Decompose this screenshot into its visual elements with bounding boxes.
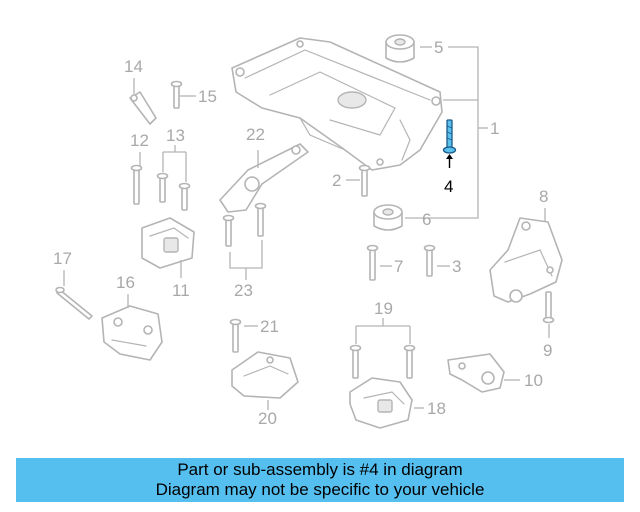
part-21-bolt[interactable] xyxy=(229,318,242,353)
banner-line-1: Part or sub-assembly is #4 in diagram xyxy=(177,460,463,479)
callout-15[interactable]: 15 xyxy=(198,87,217,106)
callout-8[interactable]: 8 xyxy=(539,187,548,206)
part-15-bolt[interactable] xyxy=(170,80,183,109)
callout-21[interactable]: 21 xyxy=(260,317,279,336)
callout-23[interactable]: 23 xyxy=(234,281,253,300)
callout-3[interactable]: 3 xyxy=(452,257,461,276)
part-19-bolt-b[interactable] xyxy=(403,344,416,379)
part-13-bolt-a[interactable] xyxy=(156,172,169,203)
part-12-bolt[interactable] xyxy=(130,164,143,205)
callout-19[interactable]: 19 xyxy=(374,299,393,318)
part-5-bushing[interactable] xyxy=(385,34,415,63)
callout-12[interactable]: 12 xyxy=(130,131,149,150)
part-9-bolt[interactable] xyxy=(542,291,555,324)
callout-labels: 1 2 3 4 5 6 7 8 9 10 11 12 13 14 15 16 1… xyxy=(53,38,552,428)
callout-11[interactable]: 11 xyxy=(172,281,190,300)
callout-7[interactable]: 7 xyxy=(394,257,403,276)
part-2-bolt[interactable] xyxy=(358,164,371,197)
callout-5[interactable]: 5 xyxy=(434,38,443,57)
callout-18[interactable]: 18 xyxy=(427,399,446,418)
leader-lines xyxy=(63,46,550,410)
part-16-mount[interactable] xyxy=(101,305,163,361)
part-18-mount[interactable] xyxy=(349,377,413,429)
part-7-bolt[interactable] xyxy=(366,244,379,281)
callout-22[interactable]: 22 xyxy=(246,125,265,144)
callout-2[interactable]: 2 xyxy=(332,171,341,190)
part-19-bolt-a[interactable] xyxy=(349,344,362,379)
callout-16[interactable]: 16 xyxy=(116,273,135,292)
callout-17[interactable]: 17 xyxy=(53,249,72,268)
part-14-bracket[interactable] xyxy=(129,91,157,125)
part-22-strut[interactable] xyxy=(219,143,309,213)
part-23-bolt-a[interactable] xyxy=(222,214,235,247)
part-17-bolt[interactable] xyxy=(55,286,93,320)
banner-line-2: Diagram may not be specific to your vehi… xyxy=(155,480,485,499)
callout-13[interactable]: 13 xyxy=(166,126,185,145)
parts-diagram: 1 2 3 4 5 6 7 8 9 10 11 12 13 14 15 16 1… xyxy=(53,34,563,429)
callout-10[interactable]: 10 xyxy=(524,371,543,390)
part-4-bolt-highlighted[interactable] xyxy=(442,119,457,154)
callout-20[interactable]: 20 xyxy=(258,409,277,428)
callout-4[interactable]: 4 xyxy=(444,177,453,196)
part-6-bushing[interactable] xyxy=(373,204,403,231)
callout-14[interactable]: 14 xyxy=(124,57,143,76)
part-3-bolt[interactable] xyxy=(423,244,436,277)
part-8-bracket[interactable] xyxy=(489,217,563,303)
callout-6[interactable]: 6 xyxy=(422,210,431,229)
part-11-mount[interactable] xyxy=(141,217,195,269)
callout-1[interactable]: 1 xyxy=(490,119,499,138)
part-23-bolt-b[interactable] xyxy=(254,202,267,237)
part-20-mount[interactable] xyxy=(231,351,299,399)
part-13-bolt-b[interactable] xyxy=(178,182,191,211)
part-1-subframe[interactable] xyxy=(231,37,443,171)
callout-9[interactable]: 9 xyxy=(543,341,552,360)
part-10-mount[interactable] xyxy=(447,353,505,393)
info-banner: Part or sub-assembly is #4 in diagram Di… xyxy=(16,458,624,502)
